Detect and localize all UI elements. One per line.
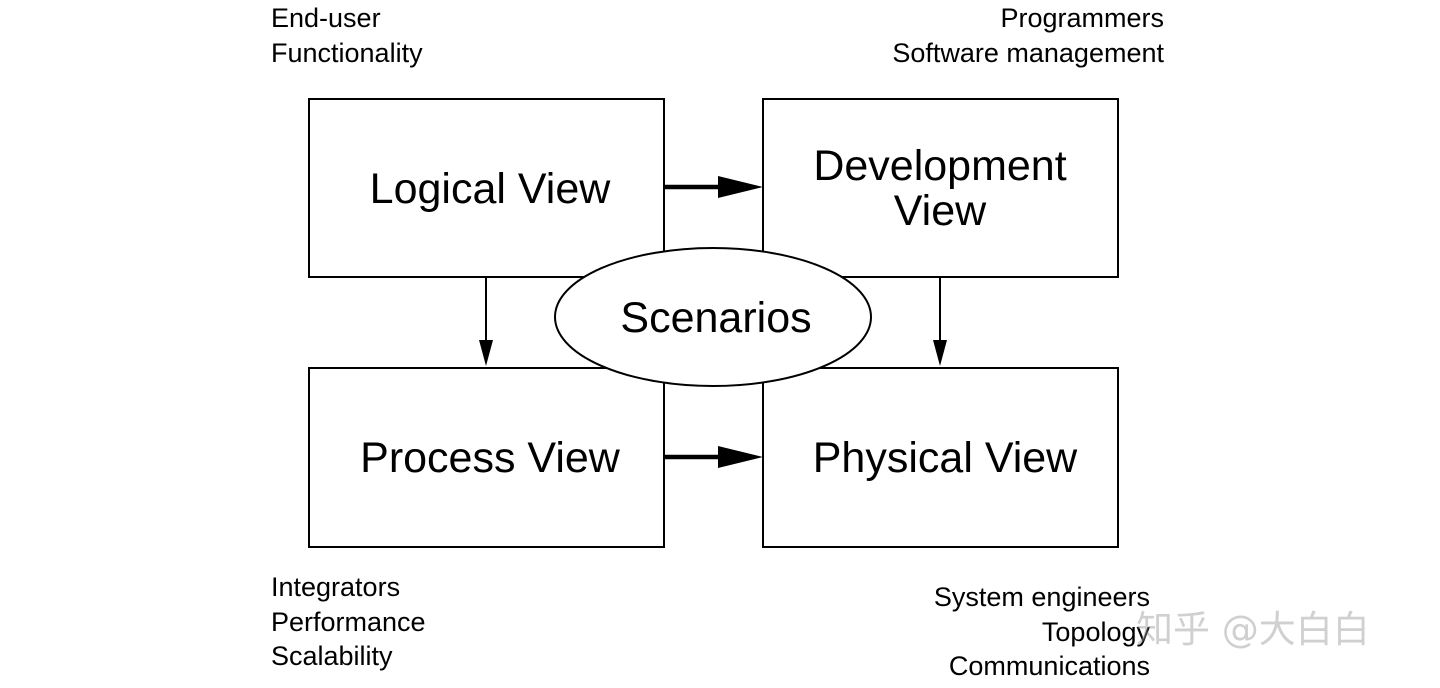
stakeholder-line: Performance [271, 606, 426, 637]
logical-to-process-arrowhead [479, 340, 493, 366]
process-view-label: Process View [360, 434, 621, 482]
process-to-physical-arrowhead [718, 446, 763, 468]
physical-stakeholders: System engineers Topology Communications [934, 580, 1150, 684]
stakeholder-line: Programmers [1000, 3, 1164, 33]
process-view-box [308, 367, 665, 548]
stakeholder-line: End-user [271, 3, 381, 33]
stakeholder-line: Software management [892, 37, 1164, 68]
development-stakeholders: Programmers Software management [892, 1, 1164, 70]
logical-view-box [308, 98, 665, 278]
development-to-physical-arrowhead [933, 340, 947, 366]
scenarios-label: Scenarios [620, 294, 811, 342]
physical-view-box [762, 367, 1119, 548]
stakeholder-line: Functionality [271, 37, 423, 68]
stakeholder-line: System engineers [933, 582, 1150, 612]
stakeholder-line: Topology [1041, 616, 1150, 647]
scenarios-ellipse [554, 247, 872, 387]
stakeholder-line: Integrators [271, 572, 401, 602]
development-view-label-line-2: View [894, 187, 987, 235]
development-view-label-line-1: Development [813, 142, 1066, 190]
development-view-box [762, 98, 1119, 278]
logical-to-development-arrowhead [718, 176, 763, 198]
physical-view-label: Physical View [813, 434, 1078, 482]
stakeholder-line: Scalability [271, 641, 393, 671]
watermark: 知乎 @大白白 [1136, 608, 1370, 651]
stakeholder-line: Communications [948, 651, 1150, 681]
logical-stakeholders: End-user Functionality [271, 1, 423, 70]
logical-view-label: Logical View [370, 165, 612, 213]
process-stakeholders: Integrators Performance Scalability [271, 570, 426, 674]
